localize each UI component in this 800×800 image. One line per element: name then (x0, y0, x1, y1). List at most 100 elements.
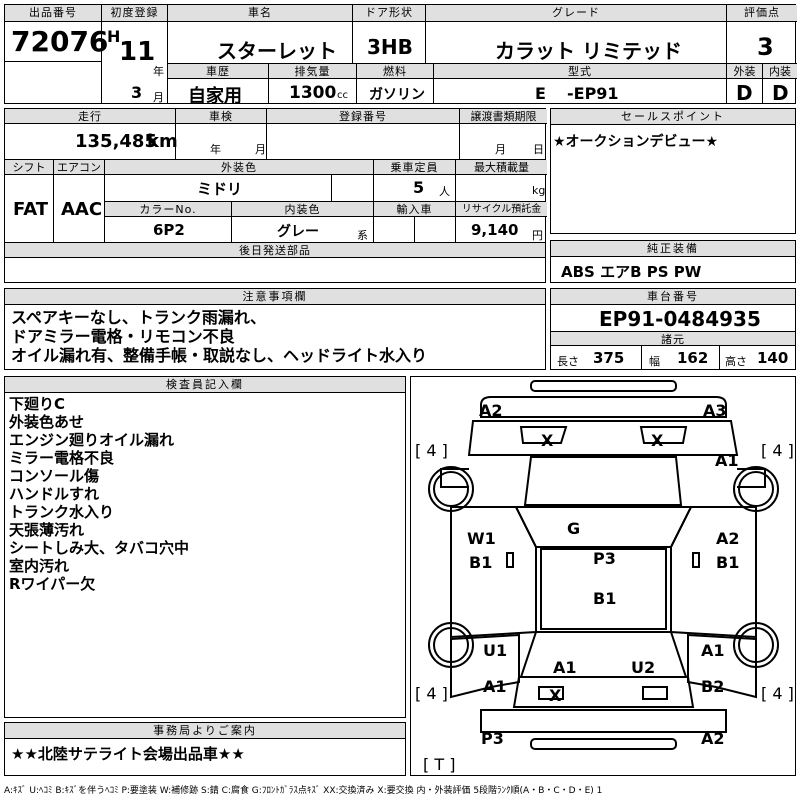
mileage-label: 走行 (5, 109, 175, 124)
history-label: 車歴 (168, 64, 268, 79)
car-name: スターレット (217, 39, 337, 63)
mark-tire-rl: [ 4 ] (415, 684, 448, 703)
office-box: 事務局よりご案内 ★★北陸サテライト会場出品車★★ (4, 722, 406, 776)
mark-rear-win-2: U2 (631, 658, 656, 677)
chassis-number: EP91-0484935 (599, 307, 761, 331)
displacement: 1300 (289, 83, 337, 103)
inspector-label: 検査員記入欄 (5, 377, 405, 393)
recycle-unit: 円 (532, 229, 543, 242)
max-load-label: 最大積載量 (456, 160, 547, 175)
mark-door-l-2: B1 (469, 553, 493, 572)
capacity: 5 (413, 178, 425, 197)
mark-front-left: A2 (479, 401, 503, 420)
first-reg-year: 11 (119, 37, 156, 67)
sales-point-label: セールスポイント (551, 109, 795, 125)
ac-label: エアコン (54, 160, 104, 175)
details-block: 走行 135,485 km 車検 年 月 登録番号 譲渡書類期限 月 日 シフト… (4, 108, 547, 283)
post-parts-label: 後日発送部品 (5, 243, 545, 258)
int-color-unit: 系 (357, 229, 368, 242)
inspector-line: トランク水入り (9, 503, 115, 521)
color-no: 6P2 (153, 221, 185, 239)
door-label: ドア形状 (353, 5, 425, 22)
inspector-line: エンジン廻りオイル漏れ (9, 431, 175, 449)
score: 3 (757, 33, 774, 61)
car-diagram-box: A2 A3 X X [ 4 ] [ 4 ] A1 G W1 B1 A2 B1 P… (410, 376, 796, 776)
inspector-line: 下廻りC (9, 395, 66, 413)
recycle-label: リサイクル預託金 (456, 202, 547, 217)
model-label: 型式 (434, 64, 726, 79)
reg-no-label: 登録番号 (267, 109, 459, 124)
lot-number: 72076 (11, 25, 109, 58)
capacity-unit: 人 (439, 185, 450, 198)
exterior-label: 外装 (727, 64, 762, 79)
notes-line: オイル漏れ有、整備手帳・取説なし、ヘッドライト水入り (11, 346, 428, 365)
month-unit: 月 (153, 91, 164, 104)
inspector-line: ハンドルすれ (9, 485, 100, 503)
ext-color: ミドリ (197, 180, 243, 198)
mark-roof-rear: B1 (593, 589, 617, 608)
height-label: 高さ (725, 355, 747, 368)
mark-tire-fr: [ 4 ] (761, 441, 794, 460)
lot-label: 出品番号 (5, 5, 101, 22)
mark-headlight-left: X (541, 431, 554, 450)
mark-taillight: X (549, 686, 562, 705)
mark-qtr-r-1: A1 (701, 641, 725, 660)
fuel-label: 燃料 (357, 64, 433, 79)
mark-spare: [ T ] (423, 755, 456, 774)
mileage-unit: km (147, 131, 178, 152)
mark-tire-fl: [ 4 ] (415, 441, 448, 460)
transfer-day-unit: 日 (533, 143, 544, 156)
car-name-label: 車名 (168, 5, 352, 22)
interior-grade: D (772, 81, 789, 105)
chassis-label: 車台番号 (551, 289, 795, 305)
mark-tire-rr: [ 4 ] (761, 684, 794, 703)
chassis-box: 車台番号 EP91-0484935 諸元 長さ 375 幅 162 高さ 140 (550, 288, 796, 370)
year-unit: 年 (153, 65, 164, 78)
shift-label: シフト (5, 160, 53, 175)
width-label: 幅 (649, 355, 660, 368)
first-reg-label: 初度登録 (102, 5, 167, 22)
office-label: 事務局よりご案内 (5, 723, 405, 739)
interior-label: 内装 (763, 64, 797, 79)
inspector-line: コンソール傷 (9, 467, 100, 485)
inspection-label: 車検 (176, 109, 266, 124)
mark-windshield: G (567, 519, 581, 538)
inspector-line: Rワイパー欠 (9, 575, 96, 593)
import-label: 輸入車 (374, 202, 455, 217)
width: 162 (677, 349, 709, 367)
inspector-line: シートしみ大、タバコ穴中 (9, 539, 190, 557)
history: 自家用 (188, 86, 242, 107)
mark-rear-left: P3 (481, 729, 504, 748)
height: 140 (757, 349, 789, 367)
spec-label: 諸元 (551, 331, 795, 346)
ac: AAC (61, 199, 103, 220)
insp-month-unit: 月 (255, 143, 266, 156)
legend: A:ｷｽﾞ U:ﾍｺﾐ B:ｷｽﾞを伴うﾍｺﾐ P:要塗装 W:補修跡 S:錆 … (4, 786, 603, 796)
mark-qtr-l-2: A1 (483, 677, 507, 696)
inspector-line: ミラー電格不良 (9, 449, 115, 467)
displacement-label: 排気量 (269, 64, 356, 79)
shift: FAT (13, 199, 49, 220)
grade-label: グレード (426, 5, 726, 22)
length: 375 (593, 349, 625, 367)
length-label: 長さ (557, 355, 579, 368)
transfer-month-unit: 月 (495, 143, 506, 156)
equipment-label: 純正装備 (551, 241, 795, 257)
capacity-label: 乗車定員 (374, 160, 455, 175)
inspector-line: 室内汚れ (9, 557, 70, 575)
sales-point: ★オークションデビュー★ (553, 134, 719, 150)
mark-qtr-l-1: U1 (483, 641, 508, 660)
notes-line: ドアミラー電格・リモコン不良 (11, 327, 235, 346)
notes-line: スペアキーなし、トランク雨漏れ、 (11, 308, 267, 327)
notes-box: 注意事項欄 スペアキーなし、トランク雨漏れ、 ドアミラー電格・リモコン不良 オイ… (4, 288, 546, 370)
int-color-label: 内装色 (232, 202, 373, 217)
mileage: 135,485 (75, 131, 157, 152)
mark-door-r-1: A2 (716, 529, 740, 548)
recycle-fee: 9,140 (471, 221, 519, 239)
score-label: 評価点 (727, 5, 797, 22)
fuel: ガソリン (369, 87, 425, 103)
mark-roof: P3 (593, 549, 616, 568)
office-text: ★★北陸サテライト会場出品車★★ (11, 745, 245, 763)
car-diagram (428, 380, 779, 750)
int-color: グレー (277, 224, 319, 240)
